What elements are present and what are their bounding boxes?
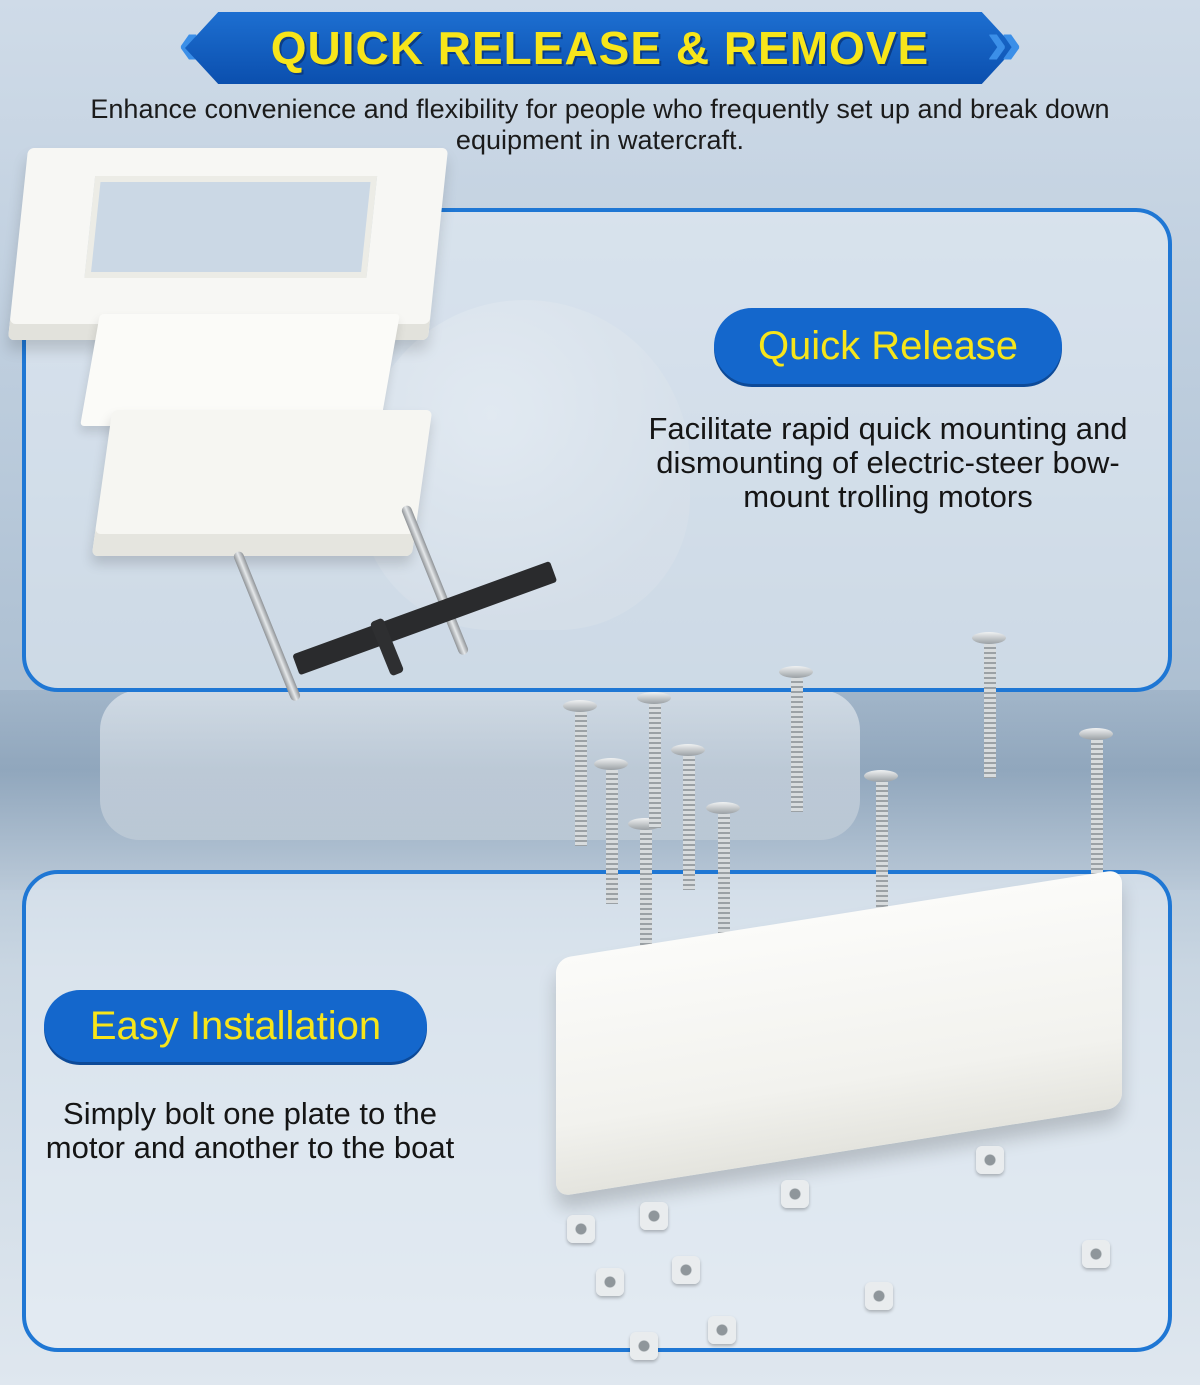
nut-image: [640, 1202, 668, 1230]
screw-image: [1079, 728, 1113, 874]
nut-image: [567, 1215, 595, 1243]
quick-release-label: Quick Release: [757, 323, 1019, 368]
boat-hull-background: [100, 690, 860, 840]
screw-image: [594, 758, 628, 904]
screw-image: [779, 666, 813, 812]
screw-image: [706, 802, 740, 948]
screw-image: [671, 744, 705, 890]
banner-title: QUICK RELEASE & REMOVE: [270, 22, 930, 74]
screw-image: [864, 770, 898, 916]
quick-release-badge: Quick Release: [714, 308, 1062, 384]
easy-installation-badge: Easy Installation: [44, 990, 427, 1062]
nut-image: [630, 1332, 658, 1360]
nut-image: [596, 1268, 624, 1296]
base-plate-image: [91, 410, 433, 556]
mounting-frame-image: [7, 148, 449, 340]
frame-opening: [84, 176, 378, 278]
screw-image: [972, 632, 1006, 778]
easy-installation-label: Easy Installation: [89, 1003, 382, 1048]
nut-image: [976, 1146, 1004, 1174]
easy-installation-description: Simply bolt one plate to the motor and a…: [45, 1096, 455, 1165]
nut-image: [708, 1316, 736, 1344]
nut-image: [781, 1180, 809, 1208]
nut-image: [672, 1256, 700, 1284]
screw-image: [563, 700, 597, 846]
screw-image: [637, 692, 671, 828]
header-banner: QUICK RELEASE & REMOVE: [185, 12, 1015, 84]
nut-image: [865, 1282, 893, 1310]
quick-release-description: Facilitate rapid quick mounting and dism…: [648, 411, 1128, 514]
subtitle: Enhance convenience and flexibility for …: [90, 94, 1110, 155]
nut-image: [1082, 1240, 1110, 1268]
double-chevron-right-icon: »: [986, 6, 1022, 78]
